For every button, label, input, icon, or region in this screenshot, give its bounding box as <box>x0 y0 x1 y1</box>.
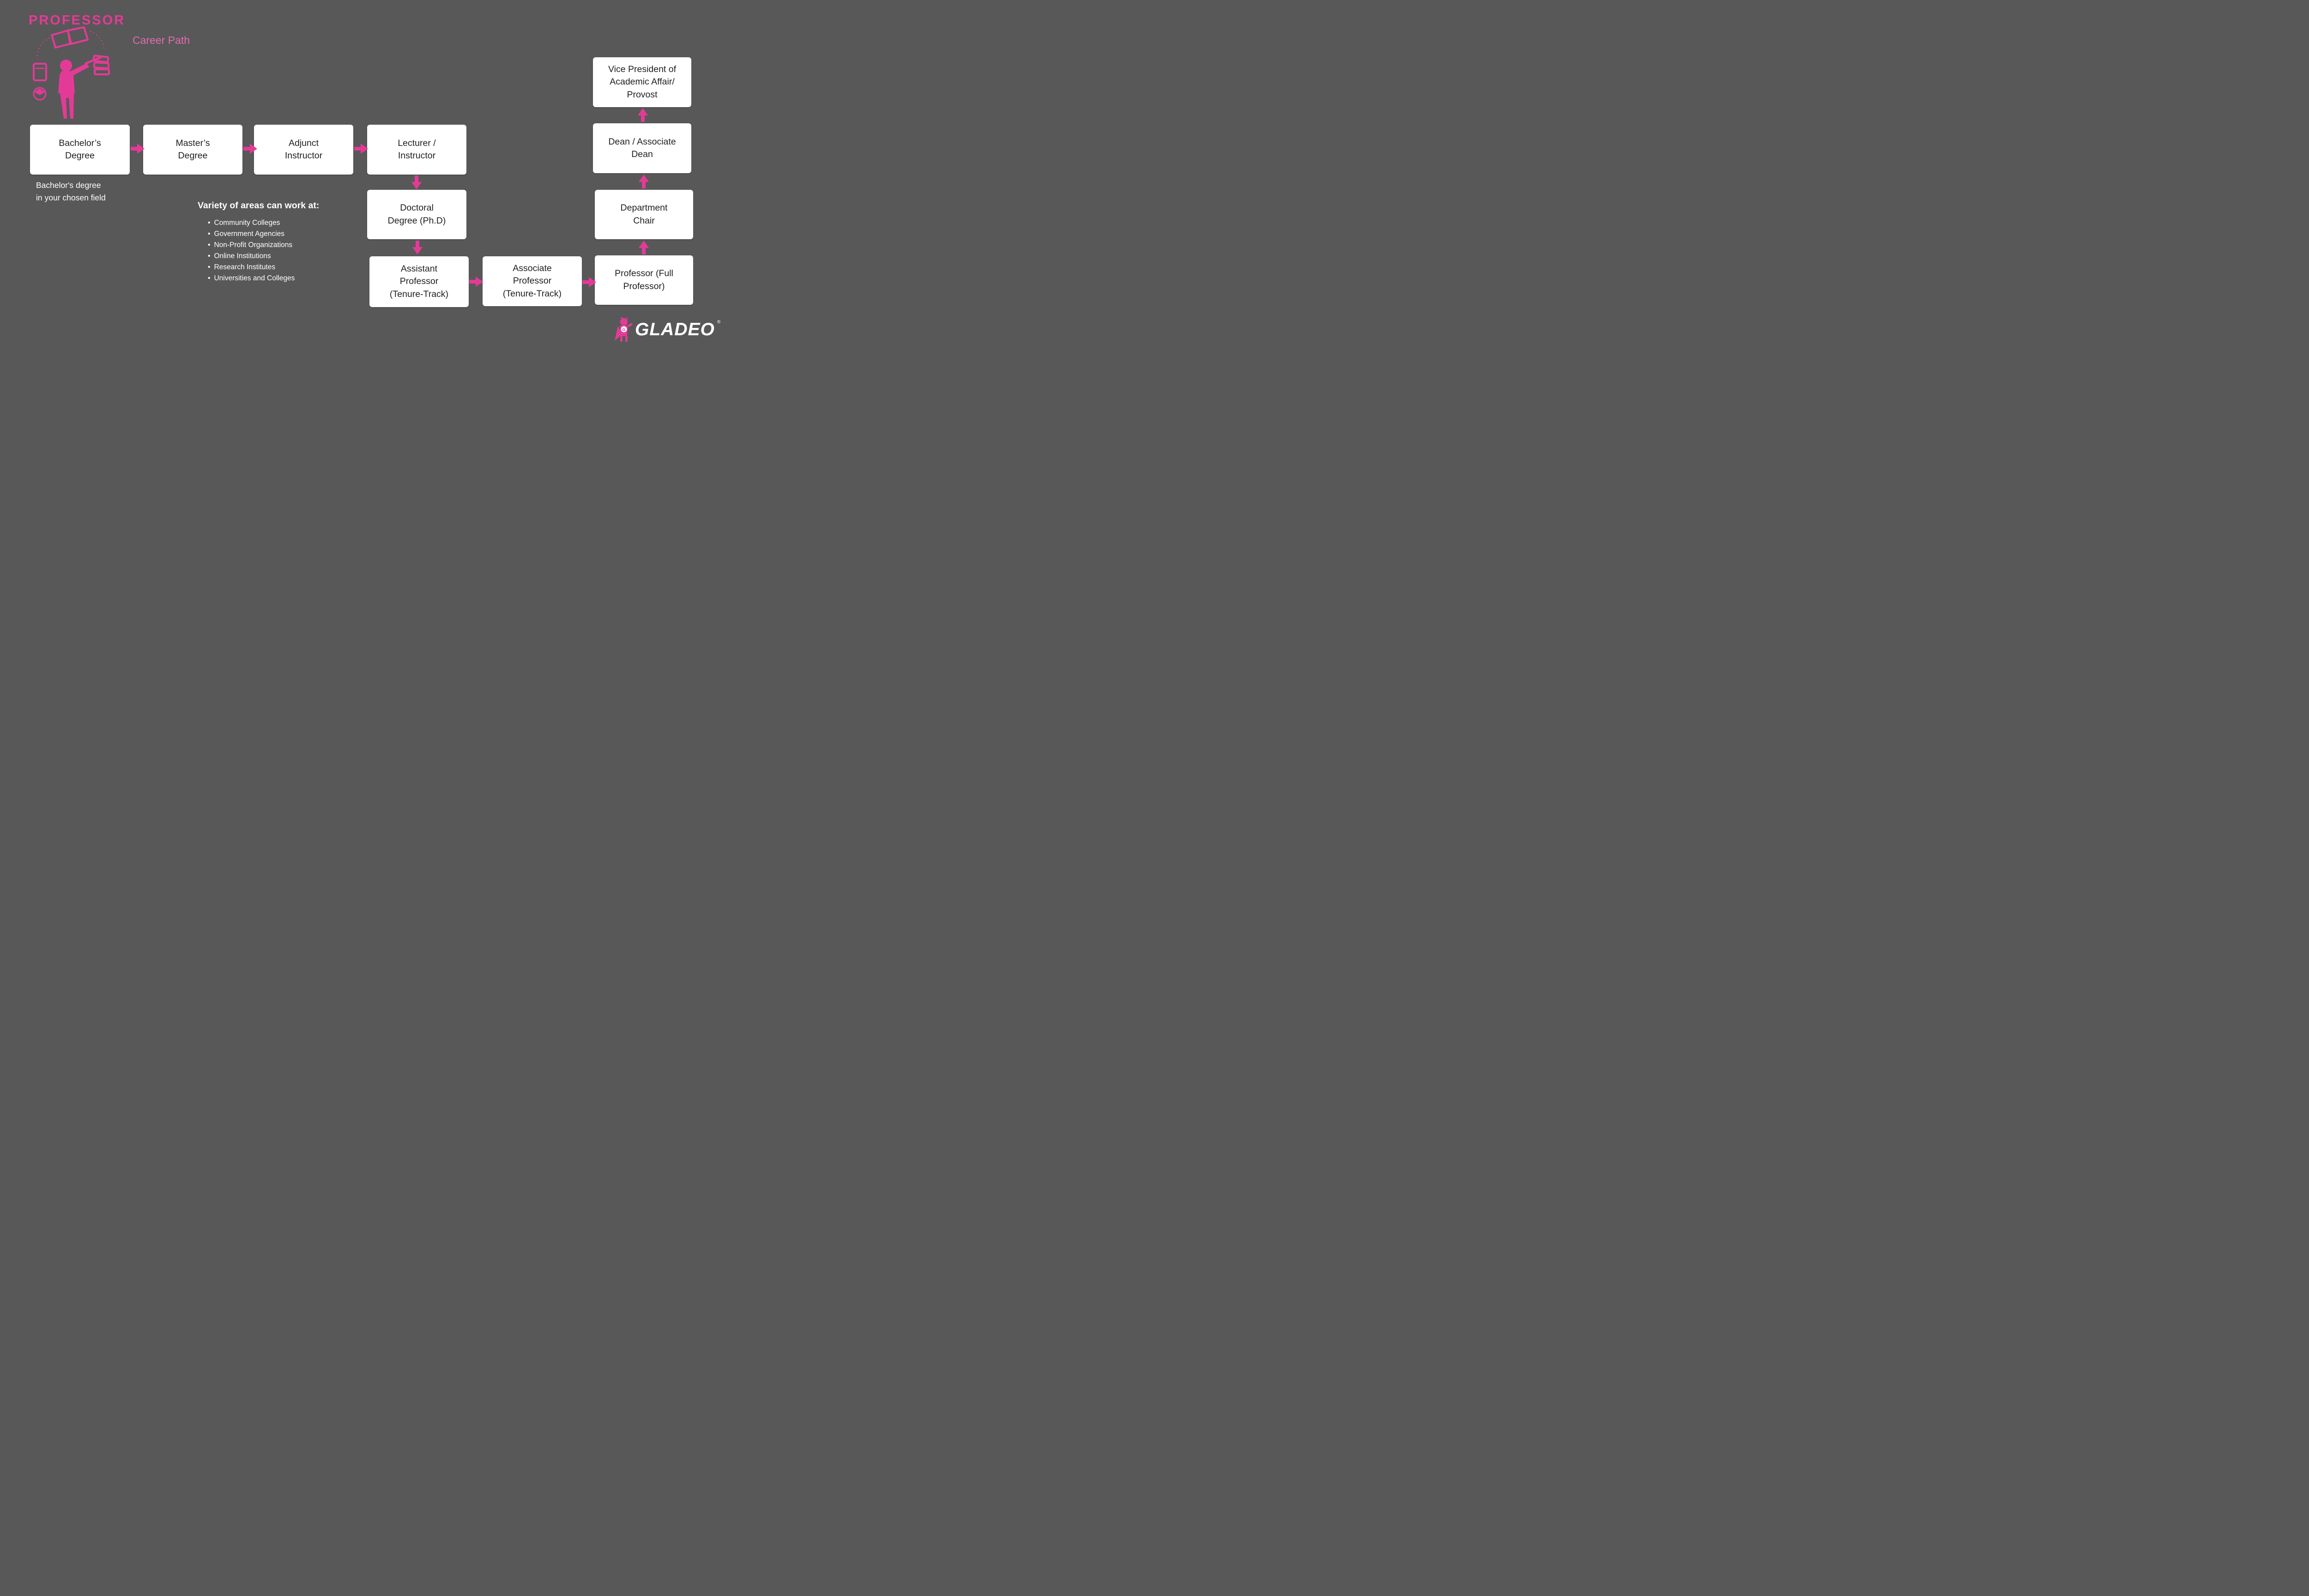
gladeo-mascot-icon: G <box>615 317 633 342</box>
box-label: Doctoral Degree (Ph.D) <box>387 203 446 226</box>
list-item-label: Research Institutes <box>214 263 276 271</box>
box-department-chair: Department Chair <box>595 190 693 239</box>
box-label: Department Chair <box>620 203 668 226</box>
registered-mark: ® <box>717 320 721 325</box>
box-label: Dean / Associate Dean <box>608 136 676 159</box>
list-item: • Online Institutions <box>208 251 319 262</box>
box-associate-professor: Associate Professor (Tenure-Track) <box>483 256 582 306</box>
page-subtitle: Career Path <box>133 34 190 46</box>
bullet-icon: • <box>208 274 211 282</box>
arrow-associate-to-professor-icon <box>582 277 596 287</box>
arrow-chair-to-dean-icon <box>639 175 649 188</box>
box-label: Lecturer / Instructor <box>398 138 436 161</box>
box-label: Assistant Professor (Tenure-Track) <box>389 264 449 299</box>
box-dean-associate-dean: Dean / Associate Dean <box>593 123 691 173</box>
list-item: • Community Colleges <box>208 218 319 229</box>
bullet-icon: • <box>208 230 211 238</box>
box-masters-degree: Master’s Degree <box>143 125 242 175</box>
list-item-label: Online Institutions <box>214 252 271 260</box>
gladeo-logo: G GLADEO ® <box>613 317 720 343</box>
bullet-icon: • <box>208 219 211 227</box>
work-areas-list: • Community Colleges • Government Agenci… <box>198 218 319 284</box>
box-label: Professor (Full Professor) <box>615 268 673 291</box>
arrow-assistant-to-associate-icon <box>469 277 483 287</box>
box-label: Associate Professor (Tenure-Track) <box>502 263 562 299</box>
page-title: PROFESSOR <box>29 13 126 28</box>
arrow-lecturer-to-doctoral-icon <box>411 175 422 189</box>
bullet-icon: • <box>208 263 211 271</box>
box-lecturer-instructor: Lecturer / Instructor <box>367 125 466 175</box>
career-path-infographic: PROFESSOR Career Path Bachelor’s Degree … <box>0 0 724 362</box>
list-item: • Non-Profit Organizations <box>208 240 319 251</box>
list-item-label: Community Colleges <box>214 219 280 227</box>
box-label: Vice President of Academic Affair/ Provo… <box>608 64 677 100</box>
list-item-label: Government Agencies <box>214 230 284 238</box>
list-item-label: Non-Profit Organizations <box>214 241 293 249</box>
bullet-icon: • <box>208 241 211 249</box>
arrow-bachelors-to-masters-icon <box>131 144 145 154</box>
box-vice-president-provost: Vice President of Academic Affair/ Provo… <box>593 57 691 107</box>
box-label: Master’s Degree <box>175 138 210 161</box>
list-item: • Universities and Colleges <box>208 273 319 284</box>
arrow-dean-to-provost-icon <box>638 108 648 122</box>
arrow-professor-to-chair-icon <box>639 241 649 254</box>
list-item-label: Universities and Colleges <box>214 274 295 282</box>
list-item: • Government Agencies <box>208 229 319 240</box>
box-bachelors-degree: Bachelor’s Degree <box>30 125 130 175</box>
box-assistant-professor: Assistant Professor (Tenure-Track) <box>369 256 469 307</box>
box-adjunct-instructor: Adjunct Instructor <box>254 125 353 175</box>
work-areas-heading: Variety of areas can work at: <box>198 200 320 211</box>
bachelors-degree-note: Bachelor's degree in your chosen field <box>36 181 106 203</box>
arrow-masters-to-adjunct-icon <box>243 144 257 154</box>
work-areas-section: Variety of areas can work at: • Communit… <box>198 200 319 284</box>
box-label: Adjunct Instructor <box>284 138 323 161</box>
box-doctoral-degree: Doctoral Degree (Ph.D) <box>367 190 466 239</box>
bullet-icon: • <box>208 252 211 260</box>
arrow-adjunct-to-lecturer-icon <box>354 144 368 154</box>
professor-illustration <box>33 26 110 119</box>
box-label: Bachelor’s Degree <box>59 138 101 161</box>
arrow-doctoral-to-assistant-icon <box>412 241 423 254</box>
gladeo-wordmark: GLADEO <box>635 320 715 339</box>
list-item: • Research Institutes <box>208 262 319 273</box>
svg-text:G: G <box>622 327 625 332</box>
box-full-professor: Professor (Full Professor) <box>595 255 693 305</box>
